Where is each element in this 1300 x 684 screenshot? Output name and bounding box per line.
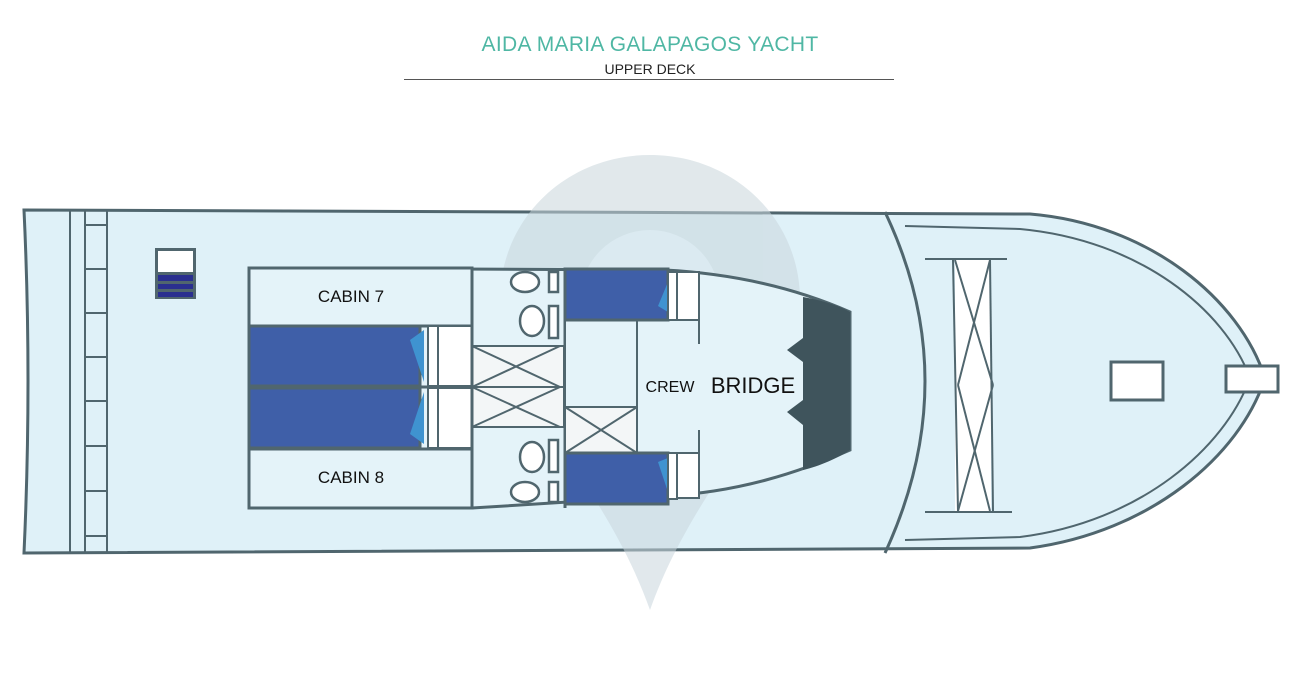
page-subtitle: UPPER DECK	[604, 61, 696, 77]
cabin-8-label: CABIN 8	[318, 468, 384, 487]
forward-hatch	[1109, 360, 1165, 402]
bridge-label: BRIDGE	[711, 373, 795, 398]
bridge-console	[787, 297, 850, 470]
bow-anchor-box	[1224, 364, 1280, 394]
cabin-7-label: CABIN 7	[318, 287, 384, 306]
cabin-8-room	[247, 447, 474, 510]
superstructure-front	[883, 211, 927, 554]
title-divider	[404, 79, 894, 80]
crew-bunk-bottom	[563, 451, 670, 506]
forward-railing	[925, 258, 1012, 513]
life-raft-icon	[155, 248, 196, 299]
page-title: AIDA MARIA GALAPAGOS YACHT	[481, 33, 819, 56]
shower-cabin-8	[471, 386, 565, 428]
shower-cabin-7	[471, 345, 565, 388]
crew-label: CREW	[646, 379, 696, 396]
stern-ladder	[69, 211, 108, 552]
crew-shower	[564, 406, 638, 454]
cabin-8-pillow	[410, 392, 424, 444]
cabin-8-bed	[247, 386, 422, 450]
cabin-7-bed	[247, 324, 422, 388]
cabin-7-pillow	[410, 330, 424, 382]
crew-bunk-top	[563, 267, 670, 322]
